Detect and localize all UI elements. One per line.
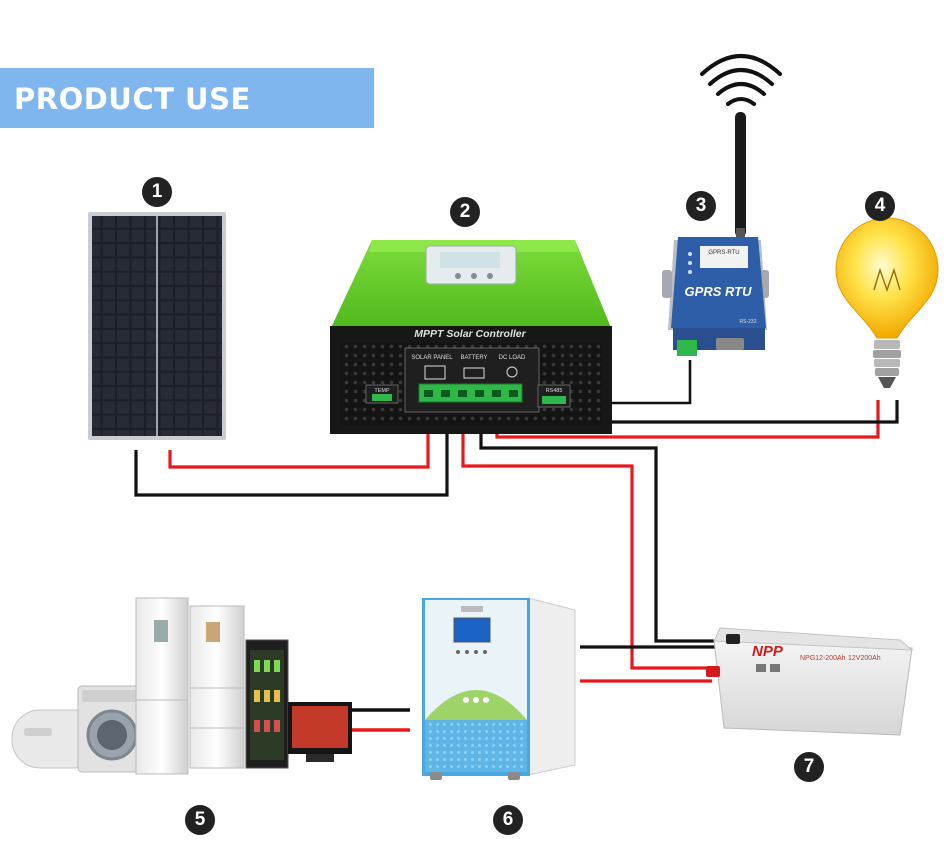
battery-symbol-icon [463, 367, 485, 379]
controller-label: MPPT Solar Controller [414, 328, 526, 340]
badge-1: 1 [142, 177, 172, 207]
battery-spec-label: 12V200Ah [848, 655, 881, 662]
badge-7: 7 [794, 752, 824, 782]
inverter [422, 597, 576, 780]
rtu-label: GPRS RTU [685, 284, 753, 299]
solar-negative-wire [134, 395, 449, 497]
port-label-load: DC LOAD [499, 355, 526, 361]
panel-symbol-icon [424, 365, 446, 380]
badge-2: 2 [450, 197, 480, 227]
battery-model-label: NPG12-200Ah [800, 655, 846, 662]
port-label-solar: SOLAR PANEL [411, 355, 453, 361]
signal-wave-icon [716, 82, 766, 96]
temp-port-label: TEMP [374, 388, 390, 394]
rtu-port-label: RS-232 [740, 319, 757, 325]
light-bulb-icon [835, 217, 939, 388]
mppt-controller: MPPT Solar Controller SOLAR PANEL BATTER… [330, 240, 612, 434]
page-title: PRODUCT USE DIAGRAM [14, 82, 251, 178]
load-symbol-icon [506, 366, 518, 378]
household-appliances [11, 597, 352, 775]
badge-6: 6 [493, 805, 523, 835]
badge-4: 4 [865, 191, 895, 221]
rs485-port-label: RS485 [546, 388, 563, 394]
battery: NPP NPG12-200Ah 12V200Ah [706, 627, 914, 736]
badge-5: 5 [185, 805, 215, 835]
gprs-rtu: GPRS-RTU GPRS RTU RS-232 [662, 54, 782, 356]
port-label-battery: BATTERY [460, 355, 487, 361]
rtu-model-label: GPRS-RTU [708, 250, 739, 256]
title-banner: PRODUCT USE DIAGRAM [0, 68, 374, 178]
solar-panel [88, 212, 226, 440]
battery-brand-label: NPP [752, 643, 784, 660]
badge-3: 3 [686, 191, 716, 221]
battery-positive-wire [461, 395, 712, 670]
